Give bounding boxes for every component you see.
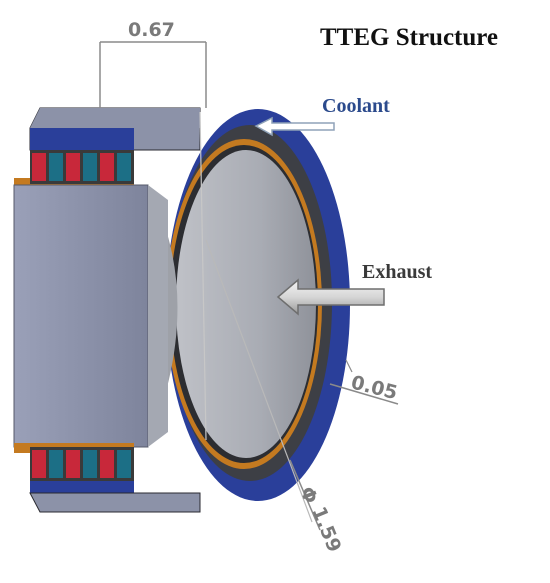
cut-face	[13, 184, 149, 448]
n-leg	[117, 153, 131, 181]
p-leg	[100, 153, 114, 181]
n-leg	[49, 450, 63, 478]
dimension-top-width: 0.67	[99, 19, 207, 108]
n-leg	[117, 450, 131, 478]
diagram-title: TTEG Structure	[320, 24, 498, 51]
wall-thickness-value: 0.05	[349, 372, 400, 405]
tteg-device	[13, 107, 350, 513]
exhaust-bore	[176, 150, 316, 458]
top-block-face	[30, 108, 200, 128]
top-leg-row	[30, 150, 134, 184]
p-leg	[100, 450, 114, 478]
n-leg	[83, 450, 97, 478]
p-leg	[32, 450, 46, 478]
exhaust-label: Exhaust	[362, 261, 432, 283]
diameter-value: 1.59	[307, 504, 345, 556]
cut-face-side	[148, 185, 168, 447]
bottom-block-blue-strip	[30, 481, 134, 493]
diameter-symbol: Φ	[295, 484, 321, 507]
bottom-block	[29, 492, 201, 513]
p-leg	[66, 450, 80, 478]
bottom-leg-row	[30, 447, 134, 481]
p-leg	[66, 153, 80, 181]
exhaust-callout: Exhaust	[276, 261, 432, 316]
n-leg	[49, 153, 63, 181]
n-leg	[83, 153, 97, 181]
coolant-label: Coolant	[322, 95, 390, 117]
coolant-arrow	[254, 116, 335, 137]
coolant-callout: Coolant	[254, 95, 390, 137]
exhaust-arrow	[276, 278, 385, 316]
top-width-value: 0.67	[128, 19, 175, 41]
p-leg	[32, 153, 46, 181]
top-block-blue-strip	[30, 128, 134, 150]
